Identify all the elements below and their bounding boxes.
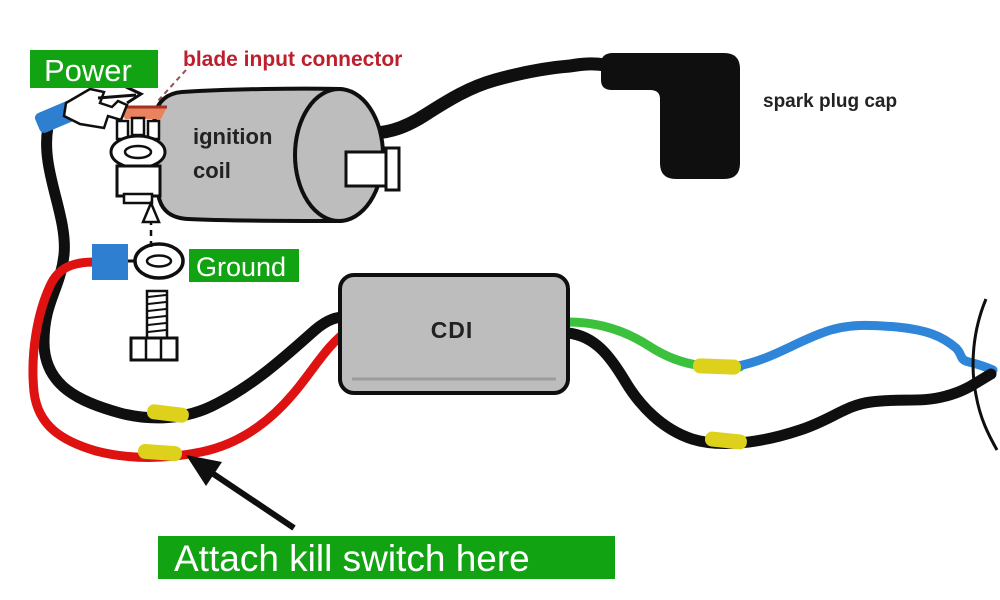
yellow-band-black-wire xyxy=(146,404,189,423)
ground-label-text: Ground xyxy=(196,252,286,282)
yellow-band-green-wire xyxy=(692,358,741,375)
flywheel-arc xyxy=(971,298,999,451)
power-arrow xyxy=(97,85,145,105)
power-label-box xyxy=(30,50,158,88)
bolt-head xyxy=(129,336,179,362)
spade-connector xyxy=(62,87,129,130)
ground-wire xyxy=(28,257,355,462)
nut-crown-segment xyxy=(130,116,146,137)
blade-leader-line xyxy=(155,69,187,104)
spark-plug-cap xyxy=(601,53,740,179)
ignition-coil-label-line1: ignition xyxy=(193,124,272,149)
coil-bracket xyxy=(115,164,162,198)
yellow-band-red-wire xyxy=(137,443,182,462)
bolt-threads xyxy=(147,294,167,333)
magneto-blue-wire xyxy=(733,320,998,375)
coil-terminal-end xyxy=(384,146,401,192)
ground-arrow xyxy=(141,199,161,247)
coil-terminal xyxy=(344,150,392,188)
power-label: Power xyxy=(30,50,158,88)
coil-mounting-nut xyxy=(109,116,167,205)
ignition-coil-label: ignition coil xyxy=(193,124,272,183)
ignition-coil-label-line2: coil xyxy=(193,158,231,183)
blade-input-label: blade input connector xyxy=(183,48,402,71)
ground-blue-connector xyxy=(92,244,128,280)
cdi-green-wire xyxy=(563,317,745,372)
cdi-label: CDI xyxy=(431,317,474,343)
magneto-black-wire xyxy=(562,327,997,449)
power-label-text: Power xyxy=(44,53,132,88)
spark-plug-wire xyxy=(343,57,612,141)
coil-bracket-foot xyxy=(122,192,154,205)
kill-switch-connector-bands xyxy=(137,404,189,462)
ground-label-box xyxy=(189,249,299,282)
yellow-band-lower-black-wire xyxy=(704,431,747,450)
kill-switch-label-box xyxy=(158,536,615,579)
blade-connector xyxy=(119,107,167,119)
cdi-box xyxy=(338,273,570,395)
ground-ring-hole xyxy=(145,254,173,268)
nut-hole xyxy=(123,144,153,160)
kill-switch-label: Attach kill switch here xyxy=(158,536,615,579)
ground-bolt xyxy=(129,289,179,362)
ground-label: Ground xyxy=(189,249,299,282)
spark-plug-cap-label: spark plug cap xyxy=(763,91,897,112)
kill-switch-arrow xyxy=(186,455,296,531)
power-wire xyxy=(38,121,356,424)
kill-switch-label-text: Attach kill switch here xyxy=(174,538,530,579)
